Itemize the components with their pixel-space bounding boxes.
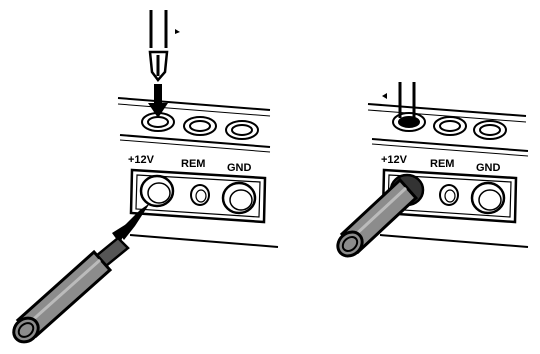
right-panel: +12V REM GND bbox=[336, 82, 529, 258]
screwdriver-icon bbox=[382, 82, 416, 118]
screwdriver-icon bbox=[148, 10, 180, 82]
arrow-down-icon bbox=[148, 84, 168, 118]
port-rem bbox=[190, 184, 210, 206]
label-rem: REM bbox=[181, 158, 205, 170]
power-wire-icon bbox=[12, 203, 150, 344]
screw-hole-tightened bbox=[392, 112, 426, 132]
power-wire-icon bbox=[336, 177, 419, 258]
left-screw-row bbox=[141, 112, 259, 140]
left-panel: +12V REM GND bbox=[12, 10, 279, 344]
label-12v: +12V bbox=[381, 154, 408, 166]
right-screw-row bbox=[392, 112, 507, 140]
port-gnd bbox=[221, 181, 257, 215]
label-gnd: GND bbox=[227, 162, 252, 174]
label-rem: REM bbox=[430, 158, 454, 170]
port-gnd bbox=[470, 181, 506, 215]
screw-hole bbox=[433, 116, 467, 136]
label-12v: +12V bbox=[128, 154, 155, 166]
port-12v bbox=[139, 174, 175, 208]
screw-hole bbox=[225, 120, 259, 140]
left-amp-top-surface bbox=[117, 97, 279, 248]
right-amp-top-surface bbox=[367, 103, 529, 248]
screw-hole bbox=[473, 120, 507, 140]
left-terminal-block bbox=[129, 168, 267, 224]
screw-hole bbox=[141, 112, 175, 132]
label-gnd: GND bbox=[476, 162, 501, 174]
port-rem bbox=[439, 184, 459, 206]
screw-hole bbox=[183, 116, 217, 136]
